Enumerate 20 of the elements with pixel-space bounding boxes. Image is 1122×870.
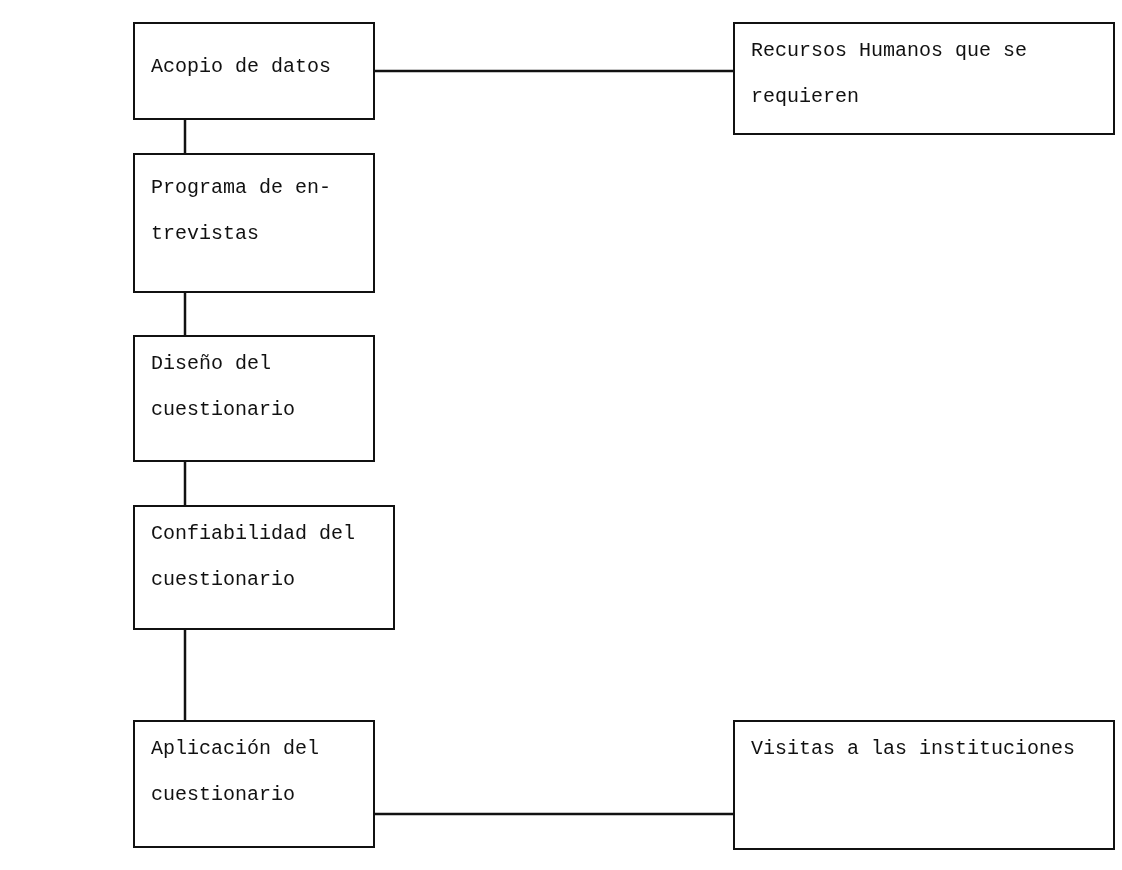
connector-line: [183, 462, 187, 505]
process-box: [733, 720, 1115, 850]
connector-line: [375, 812, 733, 816]
box-label: Aplicación del cuestionario: [151, 736, 321, 808]
box-label: Visitas a las instituciones: [751, 736, 1077, 762]
process-box: [733, 22, 1115, 135]
process-box: [133, 505, 395, 630]
connector-line: [375, 69, 733, 73]
box-label: Confiabilidad del cuestionario: [151, 521, 357, 593]
process-box: [133, 22, 375, 120]
process-box: [133, 720, 375, 848]
process-box: [133, 335, 375, 462]
connector-line: [183, 630, 187, 720]
box-label: Diseño del cuestionario: [151, 351, 297, 423]
box-label: Acopio de datos: [151, 54, 333, 80]
connector-line: [183, 120, 187, 153]
box-label: Programa de en- trevistas: [151, 175, 333, 247]
connector-line: [183, 293, 187, 335]
box-label: Recursos Humanos que se requieren: [751, 38, 1029, 110]
process-box: [133, 153, 375, 293]
